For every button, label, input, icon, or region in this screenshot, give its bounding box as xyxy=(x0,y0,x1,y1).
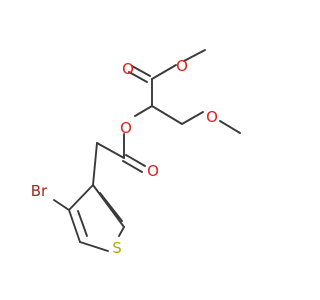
bond-ch-to-ch2 xyxy=(151,105,183,125)
bond-ch-to-ester-oxygen xyxy=(134,105,153,117)
bond-ch2-to-thiophene xyxy=(92,142,98,186)
bond-acetate-carbonyl-double-b xyxy=(122,160,143,173)
bond-ring-c3-c2-inner xyxy=(99,192,123,222)
atom-o-ester-top: O xyxy=(176,57,188,75)
bond-acetate-carbonyl-double-a xyxy=(125,154,146,167)
bond-ring-s-c5 xyxy=(79,241,109,252)
bond-ring-c4-br xyxy=(53,199,70,211)
bond-carbonyl-to-ch2 xyxy=(96,142,125,159)
bond-carbonyl-double-a xyxy=(131,65,151,77)
atom-s: S xyxy=(112,239,122,257)
bond-carbonyl-double-b xyxy=(128,71,148,83)
bond-ring-c4-c3 xyxy=(68,184,94,211)
bond-ester-oxygen-carbon xyxy=(151,64,177,80)
atom-o-ether: O xyxy=(206,108,218,126)
bond-ring-c5-c4 xyxy=(68,209,81,243)
atom-o-carbonyl-mid: O xyxy=(147,162,159,180)
bond-ch2-to-ether-oxygen xyxy=(181,111,204,125)
bonds xyxy=(53,49,241,252)
atom-br: Br xyxy=(31,182,48,200)
bond-ring-c3-c2 xyxy=(92,184,125,228)
atom-o-carbonyl-top: O xyxy=(122,60,134,78)
bond-ring-c2-s xyxy=(118,226,125,237)
bond-ester-methyl xyxy=(183,49,206,62)
molecule-structure-diagram: O O O O O Br S xyxy=(31,49,241,257)
bond-ring-c5-c4-inner xyxy=(77,210,88,237)
atom-o-ester-mid: O xyxy=(120,119,132,137)
atom-labels: O O O O O Br S xyxy=(31,57,218,257)
bond-ether-oxygen-to-methyl xyxy=(219,120,241,134)
